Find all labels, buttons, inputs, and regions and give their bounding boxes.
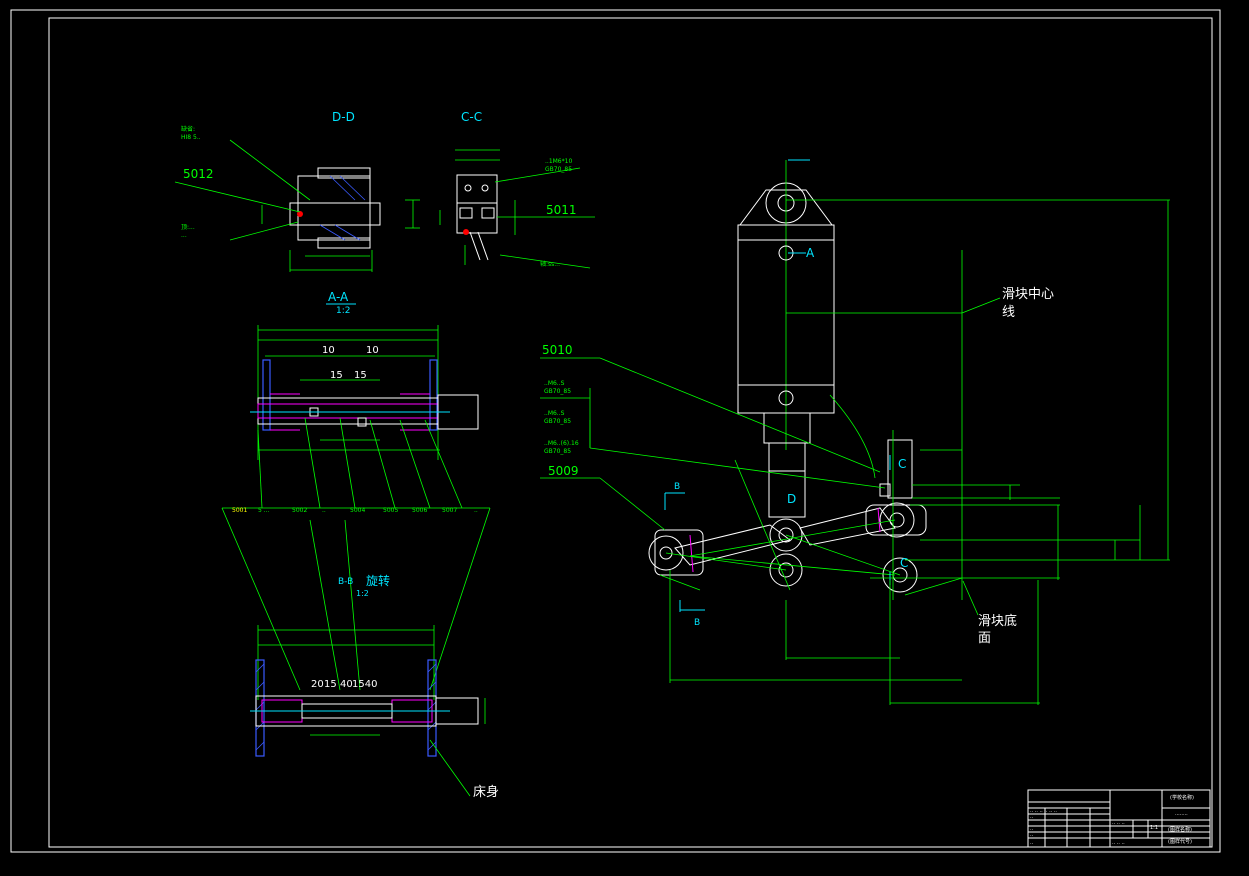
- svg-text:轴:ss...: 轴:ss...: [540, 260, 560, 268]
- view-bb-scale: 1:2: [356, 589, 369, 598]
- svg-text:..: ..: [474, 507, 478, 514]
- svg-text:..M6..(6).16: ..M6..(6).16: [544, 440, 579, 447]
- view-dd: D-D 缺省: HI8 5.. 顶:... ... 5012: [174, 110, 420, 272]
- note-slider-center-2: 线: [1002, 305, 1015, 320]
- view-aa-scale: 1:2: [336, 306, 350, 316]
- svg-text:GB70_85: GB70_85: [544, 418, 571, 425]
- view-dd-title: D-D: [332, 110, 355, 124]
- section-b-mark: B: [674, 482, 680, 492]
- main-assembly: A D B B: [540, 159, 1170, 705]
- svg-text:.. .. ..: .. .. ..: [1112, 840, 1125, 846]
- svg-text:顶:...: 顶:...: [181, 224, 195, 231]
- inner-frame: [48, 17, 1213, 848]
- view-bb-title: B-B: [338, 577, 353, 587]
- aa-dim-10a: 10: [322, 345, 335, 356]
- aa-dim-10b: 10: [366, 345, 379, 356]
- svg-text:5002: 5002: [292, 507, 307, 514]
- svg-text:..: ..: [1030, 832, 1034, 838]
- svg-text:..: ..: [1030, 840, 1034, 846]
- view-aa: A-A 1:2 10 10 15 15: [250, 290, 479, 460]
- part-5009: 5009: [548, 464, 579, 478]
- svg-text:5007: 5007: [442, 507, 457, 514]
- view-bb-rotated: 旋转: [366, 573, 390, 588]
- aa-dim-15a: 15: [330, 370, 343, 381]
- svg-text:..: ..: [1030, 814, 1034, 820]
- part-5011: 5011: [546, 203, 577, 217]
- aa-dim-15b: 15: [354, 370, 367, 381]
- section-b-low-mark: B: [694, 618, 700, 628]
- svg-text:..M6..S: ..M6..S: [544, 380, 565, 387]
- title-block-scale: 1:1: [1150, 825, 1158, 831]
- bb-dim-15: 15: [324, 679, 337, 690]
- note-slider-bottom: 滑块底: [978, 613, 1017, 629]
- section-c-mark: C: [898, 457, 906, 471]
- svg-text:..1M6*10: ..1M6*10: [545, 158, 572, 165]
- svg-text:...: ...: [181, 232, 187, 239]
- part-5012: 5012: [183, 167, 214, 181]
- svg-text:..M6..S: ..M6..S: [544, 410, 565, 417]
- svg-text:.. .. ..: .. .. ..: [1112, 820, 1125, 826]
- svg-text:5001: 5001: [232, 507, 247, 514]
- svg-text:.. .. .. .. .. ..: .. .. .. .. .. ..: [1030, 808, 1057, 814]
- view-cc: C-C ..1M6*10 GB70_85 轴:ss... 5011: [439, 110, 595, 269]
- section-a-mark: A: [806, 246, 815, 260]
- view-cc-title: C-C: [461, 110, 482, 124]
- svg-text:HI8 5..: HI8 5..: [181, 134, 201, 141]
- outer-frame: [10, 9, 1221, 853]
- title-block: (学校名称) (图样名称) (图样代号) 1:1 .. .. .. .. .. …: [1027, 789, 1211, 848]
- bb-dim-1540: 1540: [352, 679, 377, 690]
- bb-dim-20: 20: [311, 679, 324, 690]
- bb-dim-40: 40: [340, 679, 353, 690]
- note-slider-bottom-2: 面: [978, 631, 991, 646]
- svg-text:5004: 5004: [350, 507, 365, 514]
- section-c-low-mark: C: [900, 556, 908, 570]
- svg-text:..: ..: [1030, 826, 1034, 832]
- title-block-drawing-no: (图样代号): [1168, 838, 1192, 845]
- view-bb: B-B 旋转 1:2 20 15 40 1540 床身: [250, 573, 499, 800]
- title-block-drawing-name: (图样名称): [1168, 826, 1192, 833]
- svg-text:GB70_85: GB70_85: [545, 166, 572, 173]
- view-aa-title: A-A: [328, 290, 349, 304]
- note-slider-center: 滑块中心: [1002, 287, 1054, 302]
- svg-text:5006: 5006: [412, 507, 427, 514]
- svg-text:........: ........: [1175, 811, 1188, 817]
- svg-text:5 ...: 5 ...: [258, 507, 270, 514]
- svg-text:GB70_85: GB70_85: [544, 448, 571, 455]
- title-block-school: (学校名称): [1170, 794, 1194, 801]
- section-d-mark: D: [787, 492, 796, 506]
- svg-text:缺省:: 缺省:: [181, 125, 195, 133]
- svg-text:GB70_85: GB70_85: [544, 388, 571, 395]
- svg-text:5005: 5005: [383, 507, 398, 514]
- leader-fan: 5001 5 ... 5002 .. 5004 5005 5006 5007 .…: [221, 417, 491, 691]
- svg-text:..: ..: [322, 507, 326, 514]
- note-bed: 床身: [473, 784, 499, 800]
- part-5010: 5010: [542, 343, 573, 357]
